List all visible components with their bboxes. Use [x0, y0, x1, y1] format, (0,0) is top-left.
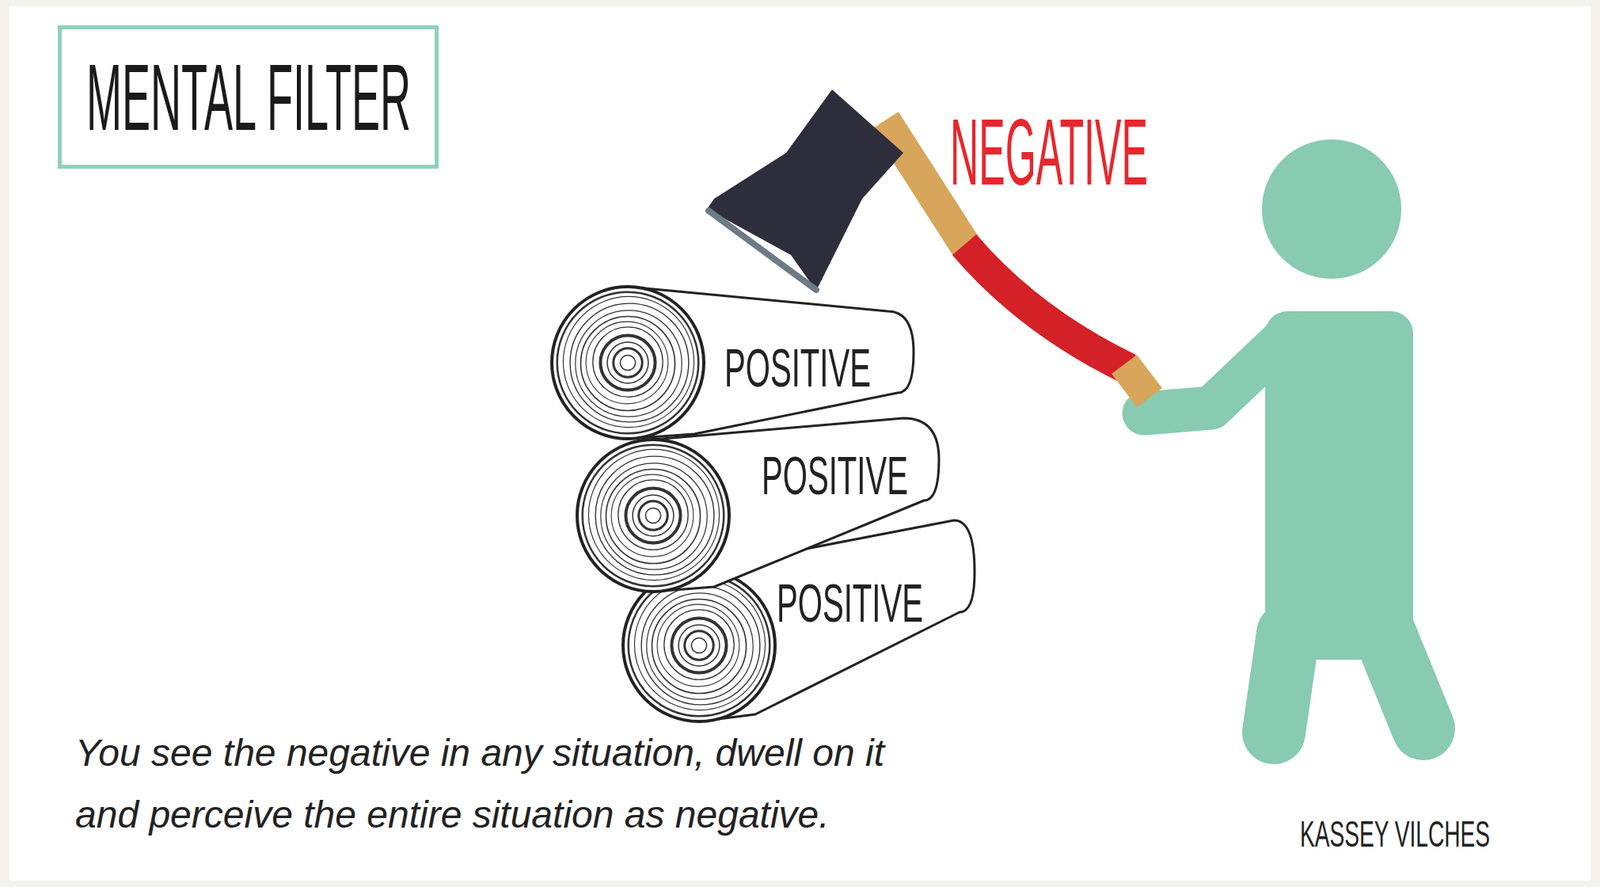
- tree-ring: [638, 501, 668, 530]
- log-label: POSITIVE: [761, 448, 909, 502]
- axe-head: [706, 89, 904, 291]
- person-arm: [1143, 336, 1287, 414]
- log-end: [551, 286, 704, 439]
- title: MENTAL FILTER: [86, 50, 411, 145]
- tree-ring: [607, 342, 649, 384]
- log-end: [623, 569, 776, 722]
- tree-ring: [632, 494, 674, 536]
- tree-ring: [595, 456, 715, 575]
- tree-ring: [580, 315, 675, 411]
- title-box: MENTAL FILTER: [57, 25, 439, 169]
- author-credit: KASSEY VILCHES: [1299, 815, 1490, 852]
- negative-label: NEGATIVE: [950, 105, 1148, 199]
- tree-ring: [605, 468, 700, 563]
- tree-ring: [585, 321, 669, 404]
- log-drawing: [573, 414, 944, 596]
- log-label: POSITIVE: [724, 340, 871, 395]
- tree-ring: [641, 585, 761, 705]
- tree-ring: [611, 474, 694, 557]
- tree-ring: [562, 296, 694, 427]
- tree-ring: [619, 354, 635, 370]
- person-leg: [1273, 633, 1289, 733]
- axe-handle-cap: [1124, 364, 1150, 398]
- log-label: POSITIVE: [776, 575, 924, 630]
- caption: You see the negative in any situation, d…: [75, 722, 954, 846]
- tree-ring: [570, 303, 689, 422]
- person-head: [1261, 139, 1402, 279]
- tree-ring: [582, 444, 725, 587]
- tree-ring: [557, 292, 700, 434]
- tree-ring: [600, 463, 707, 570]
- tree-ring: [684, 630, 714, 660]
- tree-ring: [646, 592, 753, 700]
- tree-ring: [664, 609, 734, 680]
- tree-ring: [628, 574, 771, 717]
- axe-blade-edge: [708, 210, 817, 290]
- tree-ring: [592, 326, 663, 397]
- tree-ring: [691, 637, 707, 653]
- tree-ring: [671, 617, 726, 673]
- tree-ring: [625, 487, 681, 543]
- tree-ring: [634, 578, 765, 710]
- tree-ring: [613, 348, 643, 377]
- tree-ring: [678, 624, 720, 666]
- axe-handle-grip: [964, 244, 1129, 369]
- tree-ring: [575, 310, 682, 417]
- person-figure: [1143, 139, 1424, 733]
- tree-ring: [645, 507, 661, 523]
- tree-ring: [651, 598, 746, 693]
- log-shape: POSITIVE: [547, 282, 919, 443]
- tree-ring: [600, 334, 655, 390]
- log-shape: POSITIVE: [573, 414, 944, 596]
- tree-ring: [657, 604, 740, 687]
- axe: [706, 89, 1150, 398]
- tree-ring: [588, 448, 719, 580]
- tree-ring: [618, 479, 688, 550]
- person-leg: [1381, 625, 1424, 729]
- log-end: [577, 439, 730, 592]
